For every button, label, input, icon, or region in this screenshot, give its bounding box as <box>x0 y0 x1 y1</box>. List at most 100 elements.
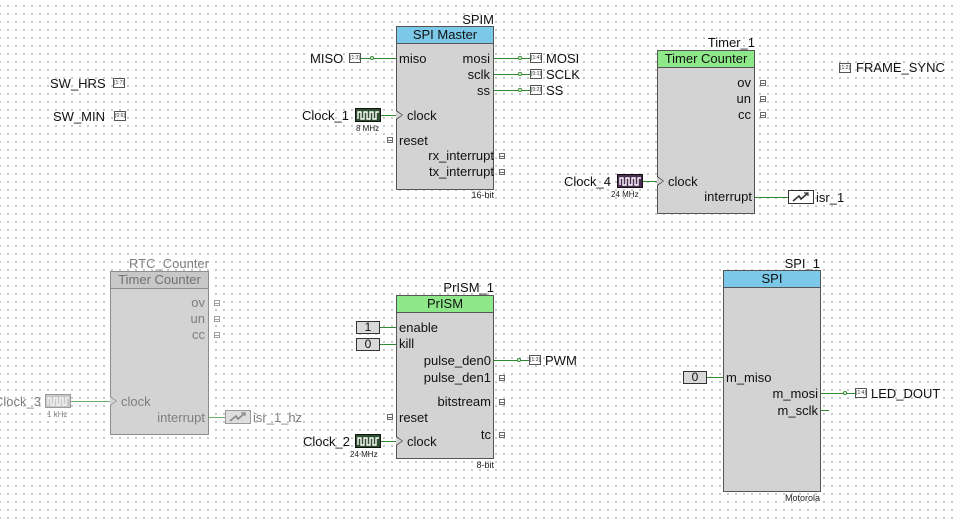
timer-1-clock-triangle <box>657 176 664 186</box>
clock-1-freq: 8 MHz <box>356 124 380 133</box>
timer-1-port-ov: ov <box>737 75 751 90</box>
clock-3-wire <box>71 401 110 402</box>
sclk-output-label: SCLK <box>546 67 580 82</box>
rtc-interrupt-wire <box>209 417 225 418</box>
timer-1-port-cc: cc <box>738 107 751 122</box>
isr-1-hz-label: isr_1_hz <box>253 410 303 425</box>
rtc-counter-block[interactable]: Timer Counter <box>110 271 209 435</box>
timer-1-header: Timer Counter <box>658 51 754 68</box>
rtc-cc-unconnected <box>214 332 220 338</box>
prism-reset-unconnected <box>387 414 393 420</box>
rtc-clock-triangle <box>110 396 117 406</box>
pwm-wire-dot <box>517 358 521 362</box>
prism-clock-triangle <box>396 436 403 446</box>
spim-instance-name: SPIM <box>462 12 494 27</box>
rtc-port-interrupt: interrupt <box>157 410 205 425</box>
miso-pin-icon[interactable]: [1:3] <box>349 53 361 63</box>
prism-port-pulse-den1: pulse_den1 <box>423 370 491 385</box>
spim-port-reset: reset <box>399 133 428 148</box>
spi-1-port-m-miso: m_miso <box>726 370 772 385</box>
clock-3-icon[interactable] <box>45 394 71 408</box>
rtc-port-ov: ov <box>191 295 205 310</box>
isr-1-label: isr_1 <box>816 190 845 205</box>
clock-4-freq: 24 MHz <box>611 190 639 199</box>
spim-port-rx-interrupt: rx_interrupt <box>428 148 494 163</box>
sw-min-pin-icon[interactable]: [0:6] <box>114 111 126 121</box>
clock-2-freq: 24 MHz <box>350 450 378 459</box>
ss-wire-dot <box>518 88 522 92</box>
clock-2-wire <box>381 441 396 442</box>
mosi-pin-icon[interactable]: [1:4] <box>530 53 542 63</box>
clock-4-icon[interactable] <box>617 174 643 188</box>
spi-1-miso-wire <box>707 377 723 378</box>
ss-pin-icon[interactable]: [0:2] <box>530 85 542 95</box>
clock-1-wire <box>381 115 396 116</box>
frame-sync-label: FRAME_SYNC <box>856 60 945 75</box>
timer-1-block[interactable]: Timer Counter <box>657 50 755 214</box>
spim-port-miso: miso <box>399 51 427 66</box>
prism-instance-name: PrISM_1 <box>443 280 494 295</box>
prism-tc-unconnected <box>499 432 505 438</box>
sw-hrs-label: SW_HRS <box>50 76 106 91</box>
led-dout-wire-dot <box>843 391 847 395</box>
timer-1-port-clock: clock <box>668 174 698 189</box>
clock-4-label: Clock_4 <box>564 174 611 189</box>
spim-rx-unconnected <box>499 153 505 159</box>
led-dout-wire <box>821 393 855 394</box>
spi-1-miso-constant[interactable]: 0 <box>683 371 707 384</box>
sclk-pin-icon[interactable]: [0:1] <box>530 69 542 79</box>
prism-enable-wire <box>380 327 396 328</box>
timer-1-cc-unconnected <box>760 112 766 118</box>
prism-port-enable: enable <box>399 320 439 335</box>
prism-block[interactable]: PrISM <box>396 295 494 459</box>
spim-footer: 16-bit <box>471 190 494 200</box>
prism-port-reset: reset <box>399 410 428 425</box>
spim-port-clock: clock <box>407 108 437 123</box>
clock-1-icon[interactable] <box>355 108 381 122</box>
clock-2-label: Clock_2 <box>303 434 350 449</box>
spi-1-block[interactable]: SPI <box>723 270 821 492</box>
led-dout-output-label: LED_DOUT <box>871 386 941 401</box>
spim-header: SPI Master <box>397 27 493 44</box>
mosi-wire-dot <box>518 56 522 60</box>
mosi-wire <box>494 58 530 59</box>
spim-block[interactable]: SPI Master <box>396 26 494 190</box>
timer-1-ov-unconnected <box>760 80 766 86</box>
ss-wire <box>494 90 530 91</box>
prism-enable-constant[interactable]: 1 <box>356 321 380 334</box>
prism-port-pulse-den0: pulse_den0 <box>423 353 491 368</box>
rtc-un-unconnected <box>214 316 220 322</box>
led-dout-pin-icon[interactable]: [1:4] <box>855 388 867 398</box>
rtc-port-clock: clock <box>121 394 151 409</box>
isr-1-hz-interrupt-icon[interactable] <box>225 410 251 424</box>
clock-3-label: Clock_3 <box>0 394 41 409</box>
spim-port-tx-interrupt: tx_interrupt <box>428 164 494 179</box>
pwm-pin-icon[interactable]: [1:3] <box>529 355 541 365</box>
frame-sync-pin-icon[interactable]: [1:2] <box>839 63 851 73</box>
isr-1-interrupt-icon[interactable] <box>788 190 814 204</box>
pwm-wire <box>494 360 529 361</box>
rtc-port-cc: cc <box>192 327 205 342</box>
spi-1-sclk-stub <box>821 410 829 411</box>
timer-1-interrupt-wire <box>755 197 788 198</box>
clock-1-label: Clock_1 <box>302 108 349 123</box>
timer-1-port-interrupt: interrupt <box>704 189 752 204</box>
prism-kill-constant[interactable]: 0 <box>356 338 380 351</box>
spim-port-mosi: mosi <box>462 51 490 66</box>
rtc-ov-unconnected <box>214 300 220 306</box>
timer-1-instance-name: Timer_1 <box>707 35 755 50</box>
sclk-wire-dot <box>518 72 522 76</box>
sw-hrs-pin-icon[interactable]: [1:7] <box>113 78 125 88</box>
spi-1-port-m-mosi: m_mosi <box>772 386 818 401</box>
rtc-counter-instance-name: RTC_Counter <box>129 256 209 271</box>
miso-input-label: MISO <box>310 51 344 66</box>
prism-bitstream-unconnected <box>499 399 505 405</box>
spim-reset-unconnected <box>387 137 393 143</box>
spi-1-header: SPI <box>724 271 820 288</box>
timer-1-port-un: un <box>736 91 751 106</box>
ss-output-label: SS <box>546 83 564 98</box>
timer-1-un-unconnected <box>760 96 766 102</box>
prism-pulse-den1-unconnected <box>499 375 505 381</box>
clock-2-icon[interactable] <box>355 434 381 448</box>
